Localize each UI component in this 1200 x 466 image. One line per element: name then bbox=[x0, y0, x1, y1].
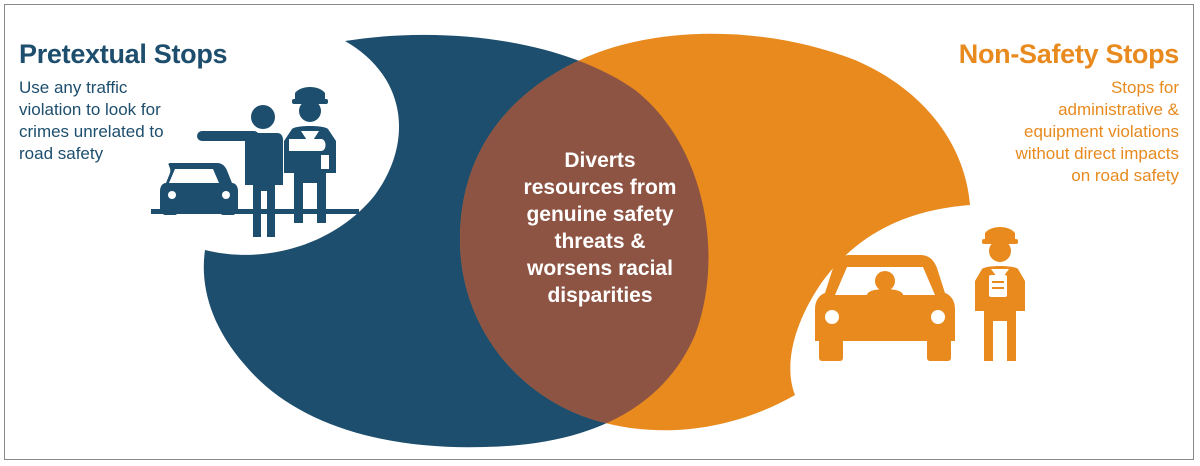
diagram-frame: Pretextual Stops Use any traffic violati… bbox=[4, 4, 1194, 460]
left-description: Use any traffic violation to look for cr… bbox=[19, 78, 164, 163]
officer-with-clipboard-icon bbox=[975, 227, 1025, 361]
overlap-text: Diverts resources from genuine safety th… bbox=[523, 149, 677, 307]
pointing-person-icon bbox=[197, 105, 283, 237]
car-icon bbox=[160, 163, 238, 215]
right-title: Non-Safety Stops bbox=[958, 39, 1180, 69]
left-title: Pretextual Stops bbox=[19, 39, 228, 69]
driver-in-car-icon bbox=[815, 255, 955, 361]
right-description: Stops for administrative & equipment vio… bbox=[1015, 78, 1179, 185]
overlap-venn-shape bbox=[460, 34, 709, 431]
police-officer-icon bbox=[284, 87, 336, 223]
venn-diagram bbox=[151, 33, 1025, 448]
